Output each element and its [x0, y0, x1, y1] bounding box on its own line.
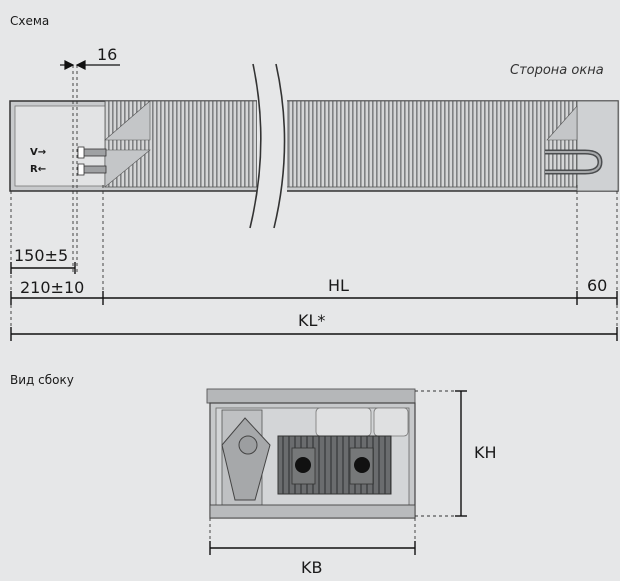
dim-heater-label: HL: [328, 276, 349, 295]
flow-out-label: R←: [30, 164, 47, 175]
dim-16-arrows: [60, 60, 120, 70]
valve-diamond: [221, 417, 271, 501]
dim-total-label: KL*: [298, 311, 326, 330]
dim-inlet-label: 150±5: [14, 246, 69, 265]
section-title-schema: Схема: [10, 14, 50, 28]
pipe-circle-right: [354, 457, 370, 473]
top-view: [9, 60, 619, 341]
window-side-label: Сторона окна: [510, 63, 604, 78]
section-title-side-view: Вид сбоку: [10, 373, 74, 387]
pipe-circle-left: [295, 457, 311, 473]
dim-offset-label: 16: [97, 45, 118, 64]
dim-end-label: 60: [587, 276, 608, 295]
flow-in-label: V→: [30, 147, 47, 158]
heater-fins-right: [286, 100, 578, 188]
side-view: [206, 388, 467, 555]
dim-width-label: KB: [301, 558, 323, 577]
dim-lead-in-label: 210±10: [20, 278, 85, 297]
dim-height-label: KH: [474, 443, 497, 462]
heater-fins-left: [104, 100, 258, 188]
